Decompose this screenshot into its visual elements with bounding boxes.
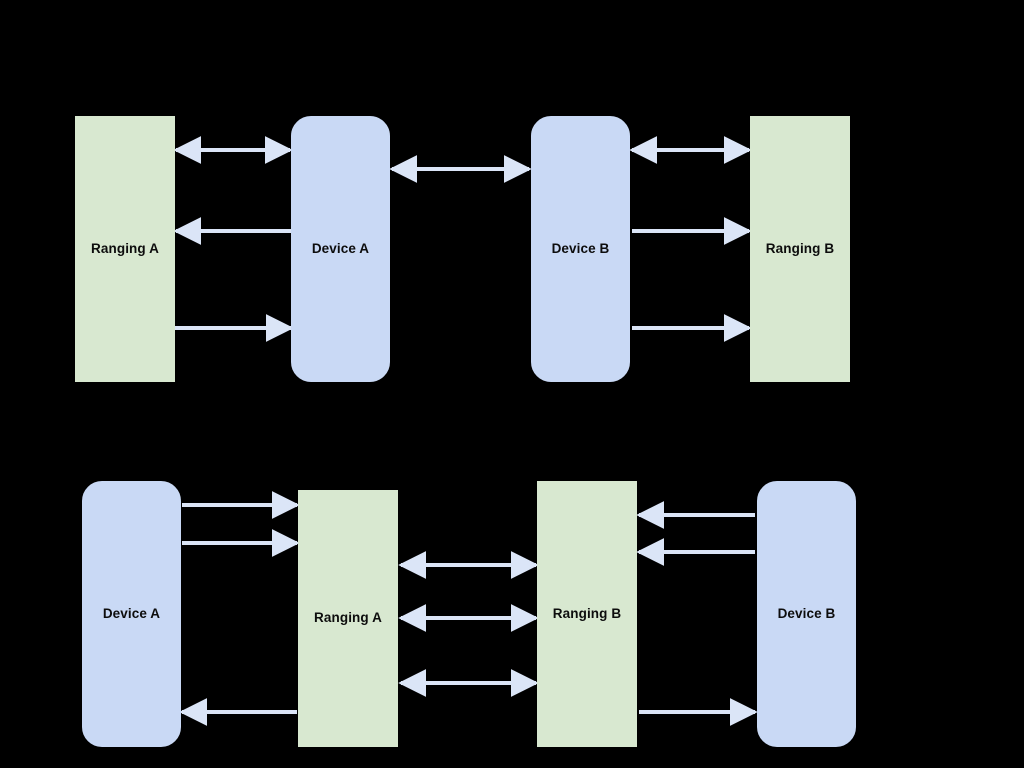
node-label: Ranging B	[765, 240, 835, 256]
edge-hitarea-top-e4[interactable]	[392, 162, 529, 176]
edge-hitarea-top-e5[interactable]	[632, 143, 749, 157]
node-bot-device-a[interactable]: Device A	[82, 481, 181, 747]
edge-hitarea-top-e3[interactable]	[170, 321, 291, 335]
node-label: Device B	[551, 240, 610, 256]
edge-hitarea-bot-e8[interactable]	[639, 545, 755, 559]
edge-hitarea-bot-e4[interactable]	[401, 558, 536, 572]
node-label: Device A	[311, 240, 370, 256]
node-top-ranging-a[interactable]: Ranging A	[75, 116, 175, 382]
edge-hitarea-bot-e1[interactable]	[182, 498, 297, 512]
node-top-device-b[interactable]: Device B	[531, 116, 630, 382]
node-label: Device B	[777, 605, 836, 621]
node-top-ranging-b[interactable]: Ranging B	[750, 116, 850, 382]
edge-hitarea-bot-e7[interactable]	[639, 508, 755, 522]
edge-hitarea-bot-e5[interactable]	[401, 611, 536, 625]
node-label: Device A	[102, 605, 161, 621]
edge-hitarea-bot-e2[interactable]	[182, 536, 297, 550]
edge-hitarea-bot-e9[interactable]	[639, 705, 755, 719]
node-bot-ranging-b[interactable]: Ranging B	[537, 481, 637, 747]
node-label: Ranging B	[552, 605, 622, 621]
node-label: Ranging A	[91, 240, 159, 256]
edge-hitarea-top-e1[interactable]	[176, 143, 290, 157]
edge-hitarea-top-e2[interactable]	[176, 224, 291, 238]
node-label: Ranging A	[314, 610, 382, 626]
edge-hitarea-top-e7[interactable]	[632, 321, 749, 335]
node-bot-ranging-a[interactable]: Ranging A	[298, 490, 398, 747]
edge-hitarea-bot-e3[interactable]	[182, 705, 297, 719]
edge-hitarea-bot-e6[interactable]	[401, 676, 536, 690]
edge-hitarea-top-e6[interactable]	[632, 224, 749, 238]
node-top-device-a[interactable]: Device A	[291, 116, 390, 382]
node-bot-device-b[interactable]: Device B	[757, 481, 856, 747]
